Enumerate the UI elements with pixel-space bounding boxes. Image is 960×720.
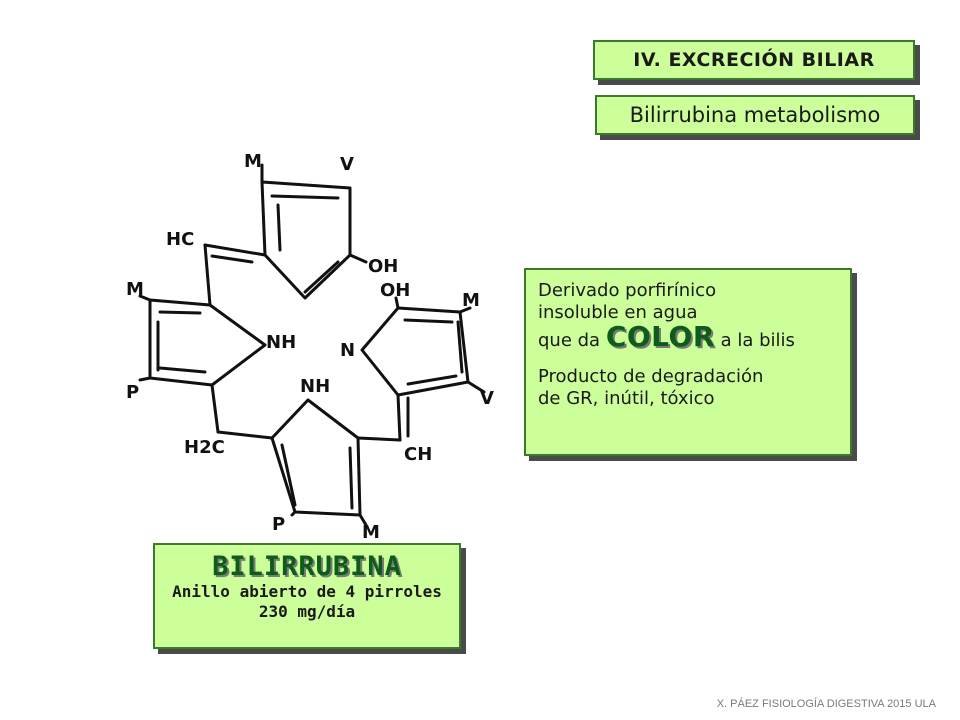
bottom-pyrrole-ring xyxy=(270,398,362,517)
compound-detail-1: Anillo abierto de 4 pirroles xyxy=(172,582,442,601)
description-box: Derivado porfirínico insoluble en agua q… xyxy=(524,268,852,456)
label-v-right: V xyxy=(480,388,494,409)
label-m-left: M xyxy=(126,279,144,300)
left-pyrrole-ring xyxy=(148,298,267,387)
label-nh1: NH xyxy=(266,332,296,353)
compound-box: BILIRRUBINA Anillo abierto de 4 pirroles… xyxy=(153,543,461,649)
label-h2c: H2C xyxy=(184,437,225,458)
label-nh2: NH xyxy=(300,376,330,397)
label-v-top: V xyxy=(340,154,354,175)
subtitle-text: Bilirrubina metabolismo xyxy=(629,103,881,127)
top-to-left-bridge xyxy=(203,243,267,257)
label-hc: HC xyxy=(166,229,194,250)
compound-detail-2: 230 mg/día xyxy=(258,602,356,621)
right-to-bottom-bridge xyxy=(396,393,402,442)
section-title-text: IV. EXCRECIÓN BILIAR xyxy=(633,49,875,71)
desc-line-1: Derivado porfirínico xyxy=(538,280,717,301)
desc-line-3-post: a la bilis xyxy=(720,330,795,351)
label-n: N xyxy=(340,340,355,361)
desc-line-3-pre: que da xyxy=(538,330,601,351)
desc-line-2: insoluble en agua xyxy=(538,302,698,323)
right-pyrrole-ring xyxy=(360,306,470,397)
compound-name: BILIRRUBINA xyxy=(212,551,402,582)
oh1-bond xyxy=(348,253,368,264)
label-p-bottom: P xyxy=(272,514,285,535)
label-oh1: OH xyxy=(368,256,398,277)
section-title: IV. EXCRECIÓN BILIAR xyxy=(593,40,915,80)
label-m-bottom: M xyxy=(362,522,380,543)
label-p-left: P xyxy=(126,382,139,403)
desc-line-5: de GR, inútil, tóxico xyxy=(538,388,715,409)
color-emphasis: COLOR xyxy=(605,320,715,353)
desc-line-4: Producto de degradación xyxy=(538,366,764,387)
label-m-top: M xyxy=(244,151,262,172)
top-pyrrole-ring xyxy=(260,180,352,300)
label-ch: CH xyxy=(404,444,432,465)
footer-credit: X. PÁEZ FISIOLOGÍA DIGESTIVA 2015 ULA xyxy=(716,698,936,710)
desc-line-3: que da COLOR a la bilis xyxy=(538,323,838,352)
subtitle: Bilirrubina metabolismo xyxy=(595,95,915,135)
label-m-right: M xyxy=(462,290,480,311)
label-oh2: OH xyxy=(380,280,410,301)
